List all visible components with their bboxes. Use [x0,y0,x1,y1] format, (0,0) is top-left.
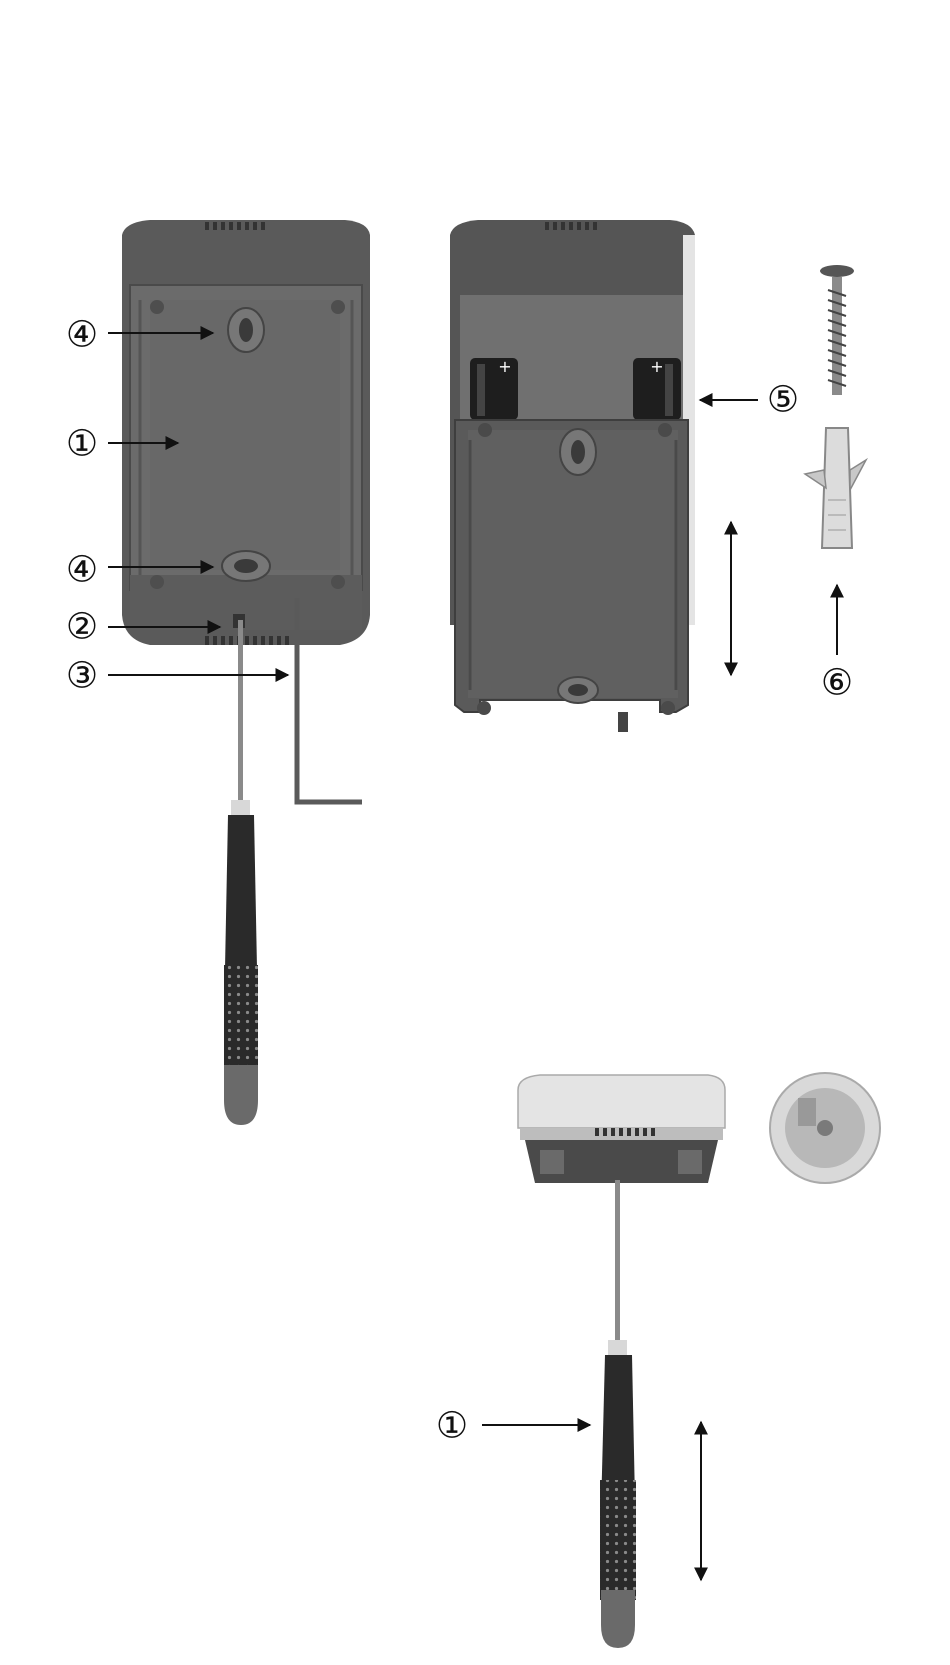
mount-hole-bottom [222,551,270,581]
housing-back-left [122,220,370,645]
round-device [518,1075,725,1183]
label-mount-hole-bottom: ④ [66,550,98,591]
wall-plug [805,428,866,548]
mount-hole-top [228,308,264,352]
svg-text:+: + [650,357,663,376]
screwdriver-left [224,620,258,1125]
label-hex-key: ③ [66,656,98,697]
label-mount-hole-top: ④ [66,315,98,356]
label-batteries: ⑤ [767,380,799,421]
label-housing-back: ① [66,424,98,465]
screwdriver-bottom [600,1180,636,1648]
label-screwdriver-bottom: ① [436,1406,468,1447]
housing-front-right: + + [450,220,695,732]
device-cap [770,1073,880,1183]
svg-text:+: + [498,357,511,376]
label-locking-screw: ② [66,607,98,648]
screw [820,265,854,395]
label-screw-and-plug: ⑥ [821,663,853,704]
